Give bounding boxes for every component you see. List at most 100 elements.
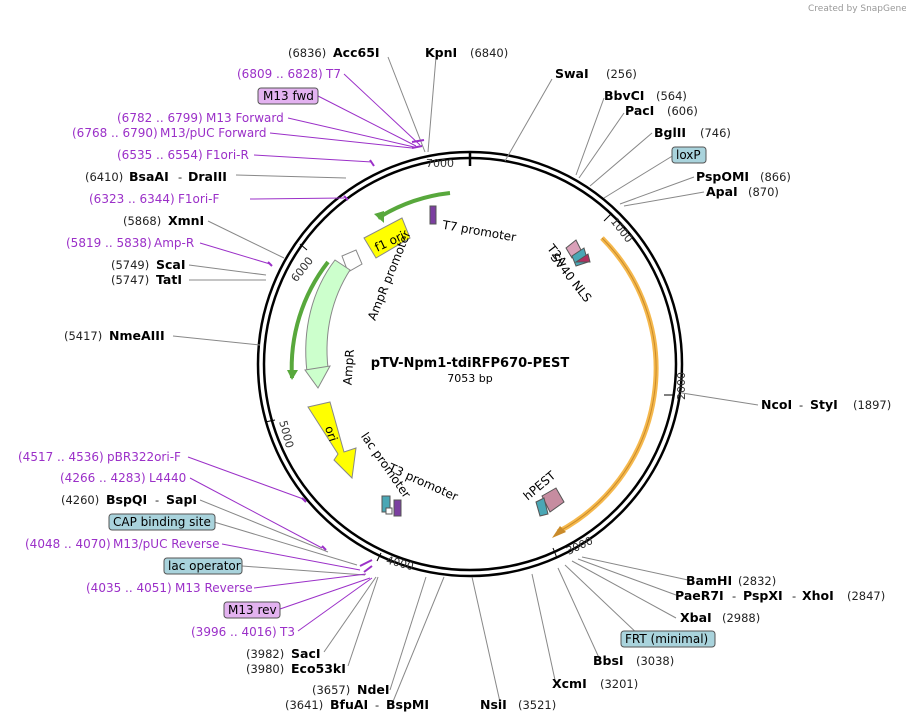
lac-promoter-label: lac promoter bbox=[358, 430, 414, 501]
bbsi-name: BbsI bbox=[593, 653, 624, 668]
apai-pos: (870) bbox=[748, 185, 779, 199]
scai-pos: (5749) bbox=[111, 258, 149, 272]
m13reverse-pos: (4035 .. 4051) bbox=[86, 581, 172, 595]
tick-3000: 3000 bbox=[552, 534, 595, 559]
bglii-name: BglII bbox=[654, 125, 686, 140]
insert-arc-head bbox=[552, 526, 566, 538]
bspqi-pos: (4260) bbox=[61, 493, 99, 507]
cap-label: CAP binding site bbox=[113, 515, 211, 529]
bspqi-name: BspQI bbox=[106, 492, 147, 507]
bspmi-name: BspMI bbox=[386, 697, 429, 712]
lacop-box bbox=[163, 557, 243, 575]
svg-text:2000: 2000 bbox=[675, 372, 688, 400]
f1orif-pos: (6323 .. 6344) bbox=[89, 192, 175, 206]
m13fwd-box bbox=[257, 87, 319, 105]
ampr-primer-pos: (5819 .. 5838) bbox=[66, 236, 152, 250]
saci-pos: (3982) bbox=[246, 647, 284, 661]
plasmid-size: 7053 bp bbox=[447, 372, 492, 385]
t3-primer-name: T3 bbox=[279, 625, 295, 639]
green-arc-f1 bbox=[376, 191, 451, 220]
eco53ki-pos: (3980) bbox=[246, 662, 284, 676]
ori-feature bbox=[307, 401, 357, 480]
bfuai-pos: (3641) bbox=[285, 698, 323, 712]
m13fwd-label: M13 fwd bbox=[263, 89, 314, 103]
tati-name: TatI bbox=[156, 272, 182, 287]
f1orir-pos: (6535 .. 6554) bbox=[117, 148, 203, 162]
t7-promoter-feature bbox=[429, 205, 437, 225]
nsii-name: NsiI bbox=[480, 697, 507, 712]
saci-name: SacI bbox=[291, 646, 321, 661]
ampr-primer-name: Amp-R bbox=[154, 236, 194, 250]
l4440-name: L4440 bbox=[149, 471, 186, 485]
xbai-name: XbaI bbox=[680, 610, 712, 625]
ncoi-name: NcoI bbox=[761, 397, 792, 412]
svg-text:4000: 4000 bbox=[385, 554, 415, 574]
pbr322-pos: (4517 .. 4536) bbox=[18, 450, 104, 464]
swai-pos: (256) bbox=[606, 67, 637, 81]
apai-name: ApaI bbox=[706, 184, 738, 199]
tick-1000: 1000 bbox=[603, 212, 635, 245]
t3-primer-pos: (3996 .. 4016) bbox=[191, 625, 277, 639]
paer7i-name: PaeR7I bbox=[675, 588, 724, 603]
paci-name: PacI bbox=[625, 103, 654, 118]
bbsi-pos: (3038) bbox=[636, 654, 674, 668]
m13pucfwd-name: M13/pUC Forward bbox=[160, 126, 267, 140]
f1orif-name: F1ori-F bbox=[178, 192, 219, 206]
draiii-name: DraIII bbox=[188, 169, 227, 184]
pspomi-name: PspOMI bbox=[696, 169, 749, 184]
frt-box bbox=[620, 630, 716, 648]
plasmid-name: pTV-Npm1-tdiRFP670-PEST bbox=[371, 356, 570, 371]
bbvci-name: BbvCI bbox=[604, 88, 644, 103]
pspomi-pos: (866) bbox=[760, 170, 791, 184]
xbai-pos: (2988) bbox=[722, 611, 760, 625]
xmni-name: XmnI bbox=[168, 213, 204, 228]
f1orir-name: F1ori-R bbox=[206, 148, 249, 162]
t7-promoter-label: T7 promoter bbox=[440, 218, 517, 245]
xcmi-name: XcmI bbox=[552, 676, 587, 691]
green-arc-ampr bbox=[289, 260, 330, 379]
swai-name: SwaI bbox=[555, 66, 589, 81]
bfuai-name: BfuAI bbox=[330, 697, 368, 712]
bglii-pos: (746) bbox=[700, 126, 731, 140]
m13reverse-name: M13 Reverse bbox=[175, 581, 253, 595]
lacop-label: lac operator bbox=[168, 559, 241, 573]
hpest-feature bbox=[541, 487, 565, 513]
nsii-pos: (3521) bbox=[518, 698, 556, 712]
acc65i-name: Acc65I bbox=[333, 45, 380, 60]
kpni-pos: (6840) bbox=[470, 46, 508, 60]
f1-ori-feature bbox=[363, 217, 411, 259]
credit-text: Created by SnapGene bbox=[808, 4, 906, 14]
acc65i-pos: (6836) bbox=[288, 46, 326, 60]
bamhi-pos: (2832) bbox=[738, 574, 776, 588]
t7-primer-name: T7 bbox=[325, 67, 341, 81]
leader-lines bbox=[172, 56, 759, 705]
paer7i-pos: (2847) bbox=[847, 589, 885, 603]
scai-name: ScaI bbox=[156, 257, 186, 272]
svg-text:-: - bbox=[178, 170, 182, 184]
ampr-promoter-feature bbox=[341, 249, 363, 273]
paci-pos: (606) bbox=[667, 104, 698, 118]
m13pucrev-name: M13/pUC Reverse bbox=[113, 537, 220, 551]
primer-site-marks bbox=[267, 139, 425, 573]
pspxi-name: PspXI bbox=[743, 588, 783, 603]
nmeaiii-name: NmeAIII bbox=[109, 328, 165, 343]
svg-text:-: - bbox=[375, 698, 379, 712]
loxp-box bbox=[671, 146, 707, 164]
bbvci-pos: (564) bbox=[656, 89, 687, 103]
xcmi-pos: (3201) bbox=[600, 677, 638, 691]
l4440-pos: (4266 .. 4283) bbox=[60, 471, 146, 485]
m13rev-box bbox=[223, 601, 281, 619]
styi-name: StyI bbox=[810, 397, 838, 412]
svg-text:-: - bbox=[732, 589, 736, 603]
bsaai-name: BsaAI bbox=[129, 169, 169, 184]
svg-text:-: - bbox=[155, 493, 159, 507]
ampr-label: AmpR bbox=[341, 349, 357, 386]
ndei-pos: (3657) bbox=[312, 683, 350, 697]
ndei-name: NdeI bbox=[357, 682, 390, 697]
xmni-pos: (5868) bbox=[123, 214, 161, 228]
svg-text:-: - bbox=[792, 589, 796, 603]
ncoi-pos: (1897) bbox=[853, 398, 891, 412]
t7-primer-pos: (6809 .. 6828) bbox=[237, 67, 323, 81]
tati-pos: (5747) bbox=[111, 273, 149, 287]
